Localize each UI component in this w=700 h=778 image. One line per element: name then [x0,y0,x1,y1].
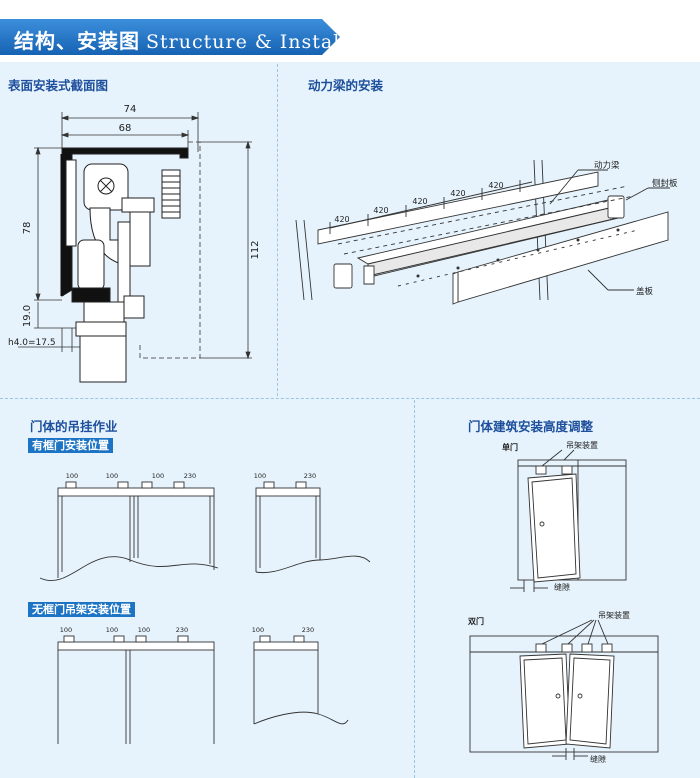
divider-horizontal [0,398,700,399]
label-hanger-device-2: 吊架装置 [598,610,630,620]
section-title-height-adjust: 门体建筑安装高度调整 [468,419,594,434]
dim-fls-1: 100 [252,626,264,634]
dim-fls-2: 230 [302,626,314,634]
label-double-door: 双门 [468,616,484,626]
spacing-420-5: 420 [488,181,503,190]
label-side-cover: 侧封板 [652,178,678,189]
divider-top-vertical [277,64,278,396]
dim-fd-4: 230 [184,472,196,480]
dim-19: 19.0 [22,305,33,327]
dim-fld-1: 100 [60,626,72,634]
section-title-beam-install: 动力梁的安装 [308,78,384,93]
dim-fld-3: 100 [138,626,150,634]
label-hanger-device-1: 吊架装置 [566,440,598,450]
label-power-beam: 动力梁 [594,160,620,171]
spacing-420-2: 420 [373,206,388,215]
section-title-cross-section: 表面安装式截面图 [8,78,109,93]
spacing-420-1: 420 [334,215,349,224]
height-single-door: 单门 吊架装置 缝隙 [502,440,627,592]
hanging-framed-single: 100 230 [254,472,371,574]
hanging-frameless-single: 100 230 [252,626,349,725]
tag-frameless-door: 无框门吊架安装位置 [28,602,135,617]
section-title-hanging: 门体的吊挂作业 [30,419,118,434]
cross-section-drawing: 74 68 78 112 19.0 h4.0=17.5 [8,104,261,383]
hanging-framed-double: 100 100 100 230 [39,472,219,581]
title-chinese: 结构、安装图 [14,29,140,53]
dim-fs-1: 100 [254,472,266,480]
dim-glass: h4.0=17.5 [8,338,56,348]
dim-68: 68 [119,123,132,134]
divider-bottom-vertical [414,400,415,778]
title-ribbon [0,19,340,55]
tag-framed-door: 有框门安装位置 [28,438,113,453]
label-single-door: 单门 [502,442,518,452]
dim-78: 78 [22,222,33,235]
spacing-420-4: 420 [450,189,465,198]
dim-74: 74 [124,104,137,115]
dim-112: 112 [250,240,261,259]
dim-fld-4: 230 [176,626,188,634]
dim-fs-2: 230 [304,472,316,480]
dim-fd-2: 100 [106,472,118,480]
spacing-420-3: 420 [412,197,427,206]
height-double-door: 双门 吊架装置 缝隙 [468,610,659,764]
dim-fld-2: 100 [106,626,118,634]
header-banner: 结构、安装图 Structure & Installation [0,0,700,62]
dim-fd-1: 100 [66,472,78,480]
title-english: Structure & Installation [146,31,402,53]
page-title: 结构、安装图 Structure & Installation [14,25,401,54]
label-gap-2: 缝隙 [590,754,606,764]
hanging-frameless-double: 100 100 100 230 [57,626,215,744]
dim-fd-3: 100 [152,472,164,480]
label-gap-1: 缝隙 [554,582,570,592]
label-cover-plate: 盖板 [636,286,654,297]
beam-install-drawing: 420 420 420 420 420 动力梁 侧封板 盖板 [295,159,678,305]
